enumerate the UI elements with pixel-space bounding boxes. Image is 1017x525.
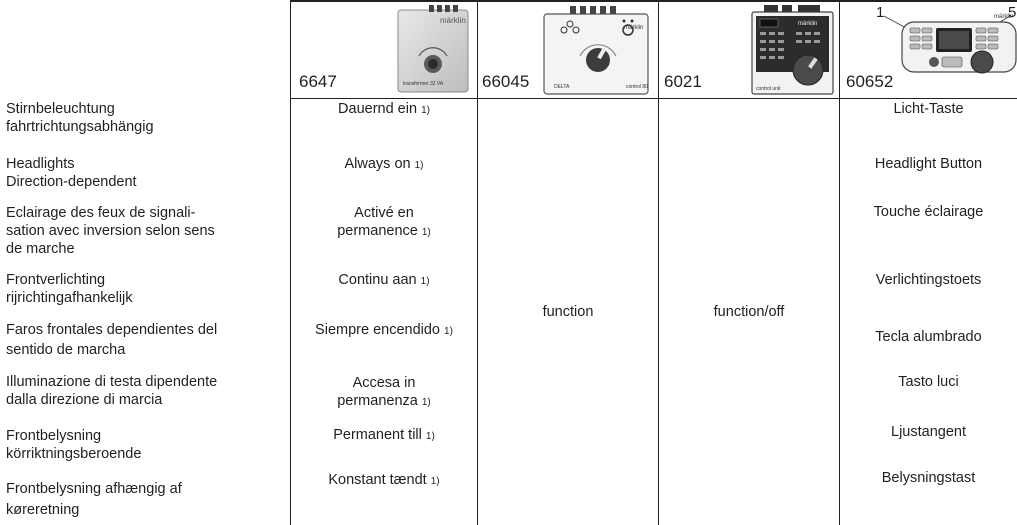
header-code-6021: 6021 <box>664 72 702 91</box>
cell-6647-fr: Activé en permanence 1) <box>337 205 431 239</box>
header-code-66045: 66045 <box>482 72 530 91</box>
transformer-drawing <box>397 5 469 93</box>
cell-6647-de: Dauernd ein 1) <box>338 101 430 117</box>
cell-60652-fr: Touche éclairage <box>873 204 984 220</box>
row-label-en: Headlights Direction-dependent <box>6 156 137 190</box>
cell-6647-it: Accesa in permanenza 1) <box>337 375 431 409</box>
mobile-station-brand: märklin <box>994 14 1014 20</box>
transformer-image: märklin transformer 32 VA <box>395 4 472 95</box>
cell-6021-merged: function/off <box>713 304 785 320</box>
table-divider-col1 <box>477 0 478 525</box>
header-top-edge <box>290 0 1017 2</box>
cell-60652-sv: Ljustangent <box>891 424 966 440</box>
mobile-station-num-left: 1 <box>876 4 885 21</box>
row-label-de: Stirnbeleuchtung fahrtrichtungsabhängig <box>6 101 154 135</box>
cell-60652-da: Belysningstast <box>881 470 976 486</box>
cell-60652-nl: Verlichtingstoets <box>875 272 982 288</box>
control-unit-brand: märklin <box>798 21 818 27</box>
mobile-station-image: 1 5 märklin <box>876 4 1017 74</box>
row-label-es: Faros frontales dependientes del sentido… <box>6 322 218 358</box>
cell-60652-de: Licht-Taste <box>893 101 964 117</box>
row-label-sv: Frontbelysning körriktningsberoende <box>6 428 142 462</box>
table-divider-col2 <box>658 0 659 525</box>
cell-60652-en: Headlight Button <box>874 156 983 172</box>
transformer-caption: transformer 32 VA <box>403 81 444 87</box>
cell-6647-es: Siempre encendido 1) <box>315 322 453 338</box>
control-unit-caption: control unit <box>756 86 781 92</box>
control80-image: märklin DELTA control 80 <box>540 4 652 95</box>
control80-caption: control 80 <box>626 84 648 90</box>
cell-6647-en: Always on 1) <box>344 156 424 172</box>
row-label-nl: Frontverlichting rijrichtingafhankelijk <box>6 272 133 306</box>
header-divider <box>290 98 1017 99</box>
header-code-6647: 6647 <box>299 72 337 91</box>
control-unit-image: märklin control unit <box>750 4 835 95</box>
control80-delta: DELTA <box>554 84 570 90</box>
cell-66045-merged: function <box>542 304 594 320</box>
table-divider-col0 <box>290 0 291 525</box>
cell-6647-sv: Permanent till 1) <box>333 427 435 443</box>
header-code-60652: 60652 <box>846 72 894 91</box>
cell-6647-da: Konstant tændt 1) <box>328 472 440 488</box>
mobile-station-drawing <box>883 15 1017 74</box>
row-label-it: Illuminazione di testa dipendente dalla … <box>6 374 218 408</box>
control80-drawing <box>543 6 649 95</box>
cell-60652-es: Tecla alumbrado <box>875 329 982 345</box>
mobile-station-num-right: 5 <box>1008 4 1017 21</box>
cell-60652-it: Tasto luci <box>898 374 959 390</box>
control80-brand: märklin <box>624 25 644 31</box>
table-divider-col3 <box>839 0 840 525</box>
row-label-da: Frontbelysning afhængig af køreretning <box>6 481 182 518</box>
cell-6647-nl: Continu aan 1) <box>338 272 430 288</box>
row-label-fr: Eclairage des feux de signali- sation av… <box>6 205 215 257</box>
transformer-brand: märklin <box>440 16 466 25</box>
control-unit-drawing <box>751 5 834 95</box>
